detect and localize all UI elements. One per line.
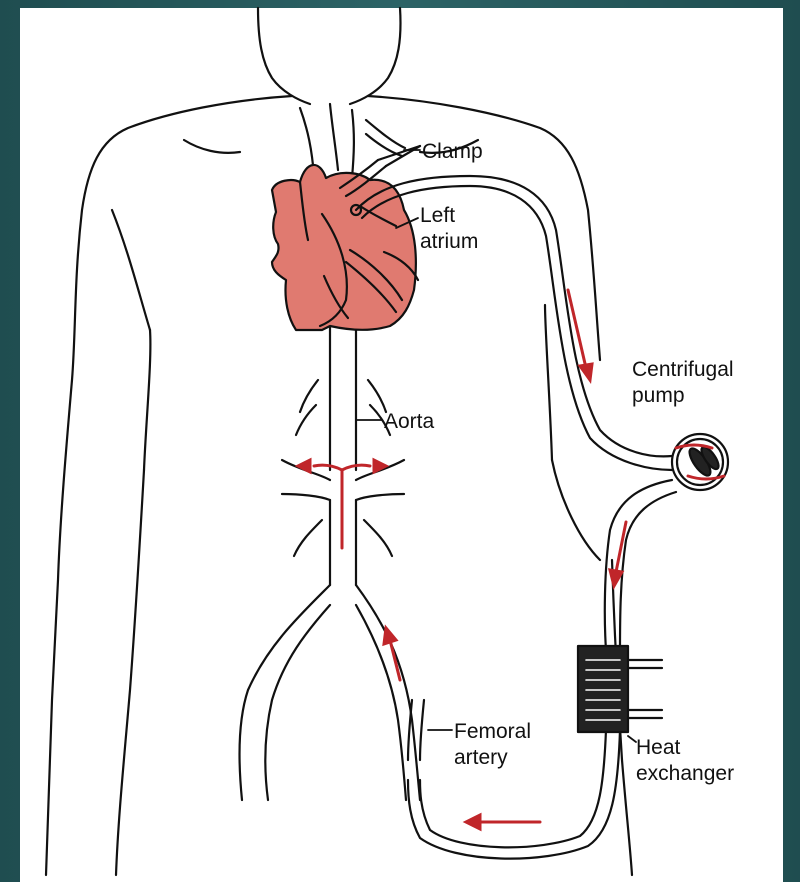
aorta-label: Aorta	[384, 410, 435, 433]
left-atrium-label-line2: atrium	[420, 230, 478, 253]
clamp-label: Clamp	[422, 140, 483, 163]
heart	[272, 165, 418, 330]
iliac-arteries	[240, 585, 420, 800]
centrifugal-pump-label-line1: Centrifugal	[632, 358, 734, 381]
left-atrium-label-line1: Left	[420, 204, 455, 227]
heat-exchanger-label-line2: exchanger	[636, 762, 734, 785]
body-outline	[46, 8, 632, 875]
femoral-artery-label-line1: Femoral	[454, 720, 531, 743]
femoral-artery-label-line2: artery	[454, 746, 508, 769]
labels: Clamp Left atrium Aorta Centrifugal pump…	[384, 140, 734, 785]
heat-exchanger-label-line1: Heat	[636, 736, 681, 759]
heat-exchanger	[578, 646, 662, 732]
centrifugal-pump	[672, 434, 728, 490]
centrifugal-pump-label-line2: pump	[632, 384, 685, 407]
